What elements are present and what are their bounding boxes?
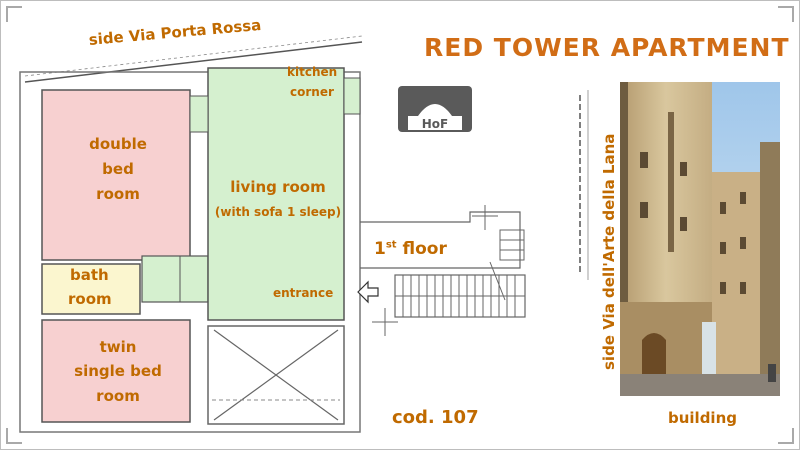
room-label-kitchen-1: kitchen xyxy=(287,65,338,79)
stairwell xyxy=(207,325,345,425)
room-label-twin-2: single bed xyxy=(74,362,162,380)
hof-logo: HoF xyxy=(398,86,472,132)
street-line-top xyxy=(24,41,363,83)
photo-caption: building xyxy=(668,409,737,427)
outer-wall xyxy=(19,71,361,433)
room-label-twin-1: twin xyxy=(99,338,137,356)
frame-corner xyxy=(6,6,22,22)
entrance-arrow-icon xyxy=(357,280,379,304)
room-label-double-1: double xyxy=(89,135,147,153)
logo-text: HoF xyxy=(422,117,448,131)
landing-stair-top xyxy=(499,229,525,261)
room-label-bath-2: room xyxy=(68,290,112,308)
room-label-kitchen-2: corner xyxy=(290,85,334,99)
kitchen-alcove xyxy=(343,77,361,115)
bath-corridor xyxy=(141,255,209,303)
frame-corner xyxy=(778,428,794,444)
room-label-bath-1: bath xyxy=(70,266,109,284)
floor-suffix: st xyxy=(385,239,397,251)
double-bed-room xyxy=(41,89,191,261)
room-label-twin-3: room xyxy=(96,387,140,405)
twin-room xyxy=(41,319,191,423)
floor-number: 1 xyxy=(374,239,386,259)
floor-word: floor xyxy=(402,239,447,259)
stair-direction xyxy=(489,261,506,301)
room-label-entrance: entrance xyxy=(273,286,334,300)
room-label-living-1: living room xyxy=(230,178,326,196)
door-double-room xyxy=(189,95,209,133)
stairwell-x2 xyxy=(213,329,339,421)
bath-room xyxy=(41,263,141,315)
room-label-double-2: bed xyxy=(102,160,134,178)
page-title: RED TOWER APARTMENT xyxy=(424,33,790,62)
street-label-side: side Via dell'Arte della Lana xyxy=(600,133,618,370)
room-label-living-2: (with sofa 1 sleep) xyxy=(214,205,342,219)
landing xyxy=(360,211,521,269)
frame-corner xyxy=(778,6,794,22)
room-label-double-3: room xyxy=(96,185,140,203)
living-room xyxy=(207,67,345,321)
building-photo xyxy=(620,82,780,396)
apartment-code: cod. 107 xyxy=(392,407,479,428)
frame-corner xyxy=(6,428,22,444)
floor-label: 1st floor xyxy=(374,239,447,259)
street-line-top-dash xyxy=(24,35,363,77)
